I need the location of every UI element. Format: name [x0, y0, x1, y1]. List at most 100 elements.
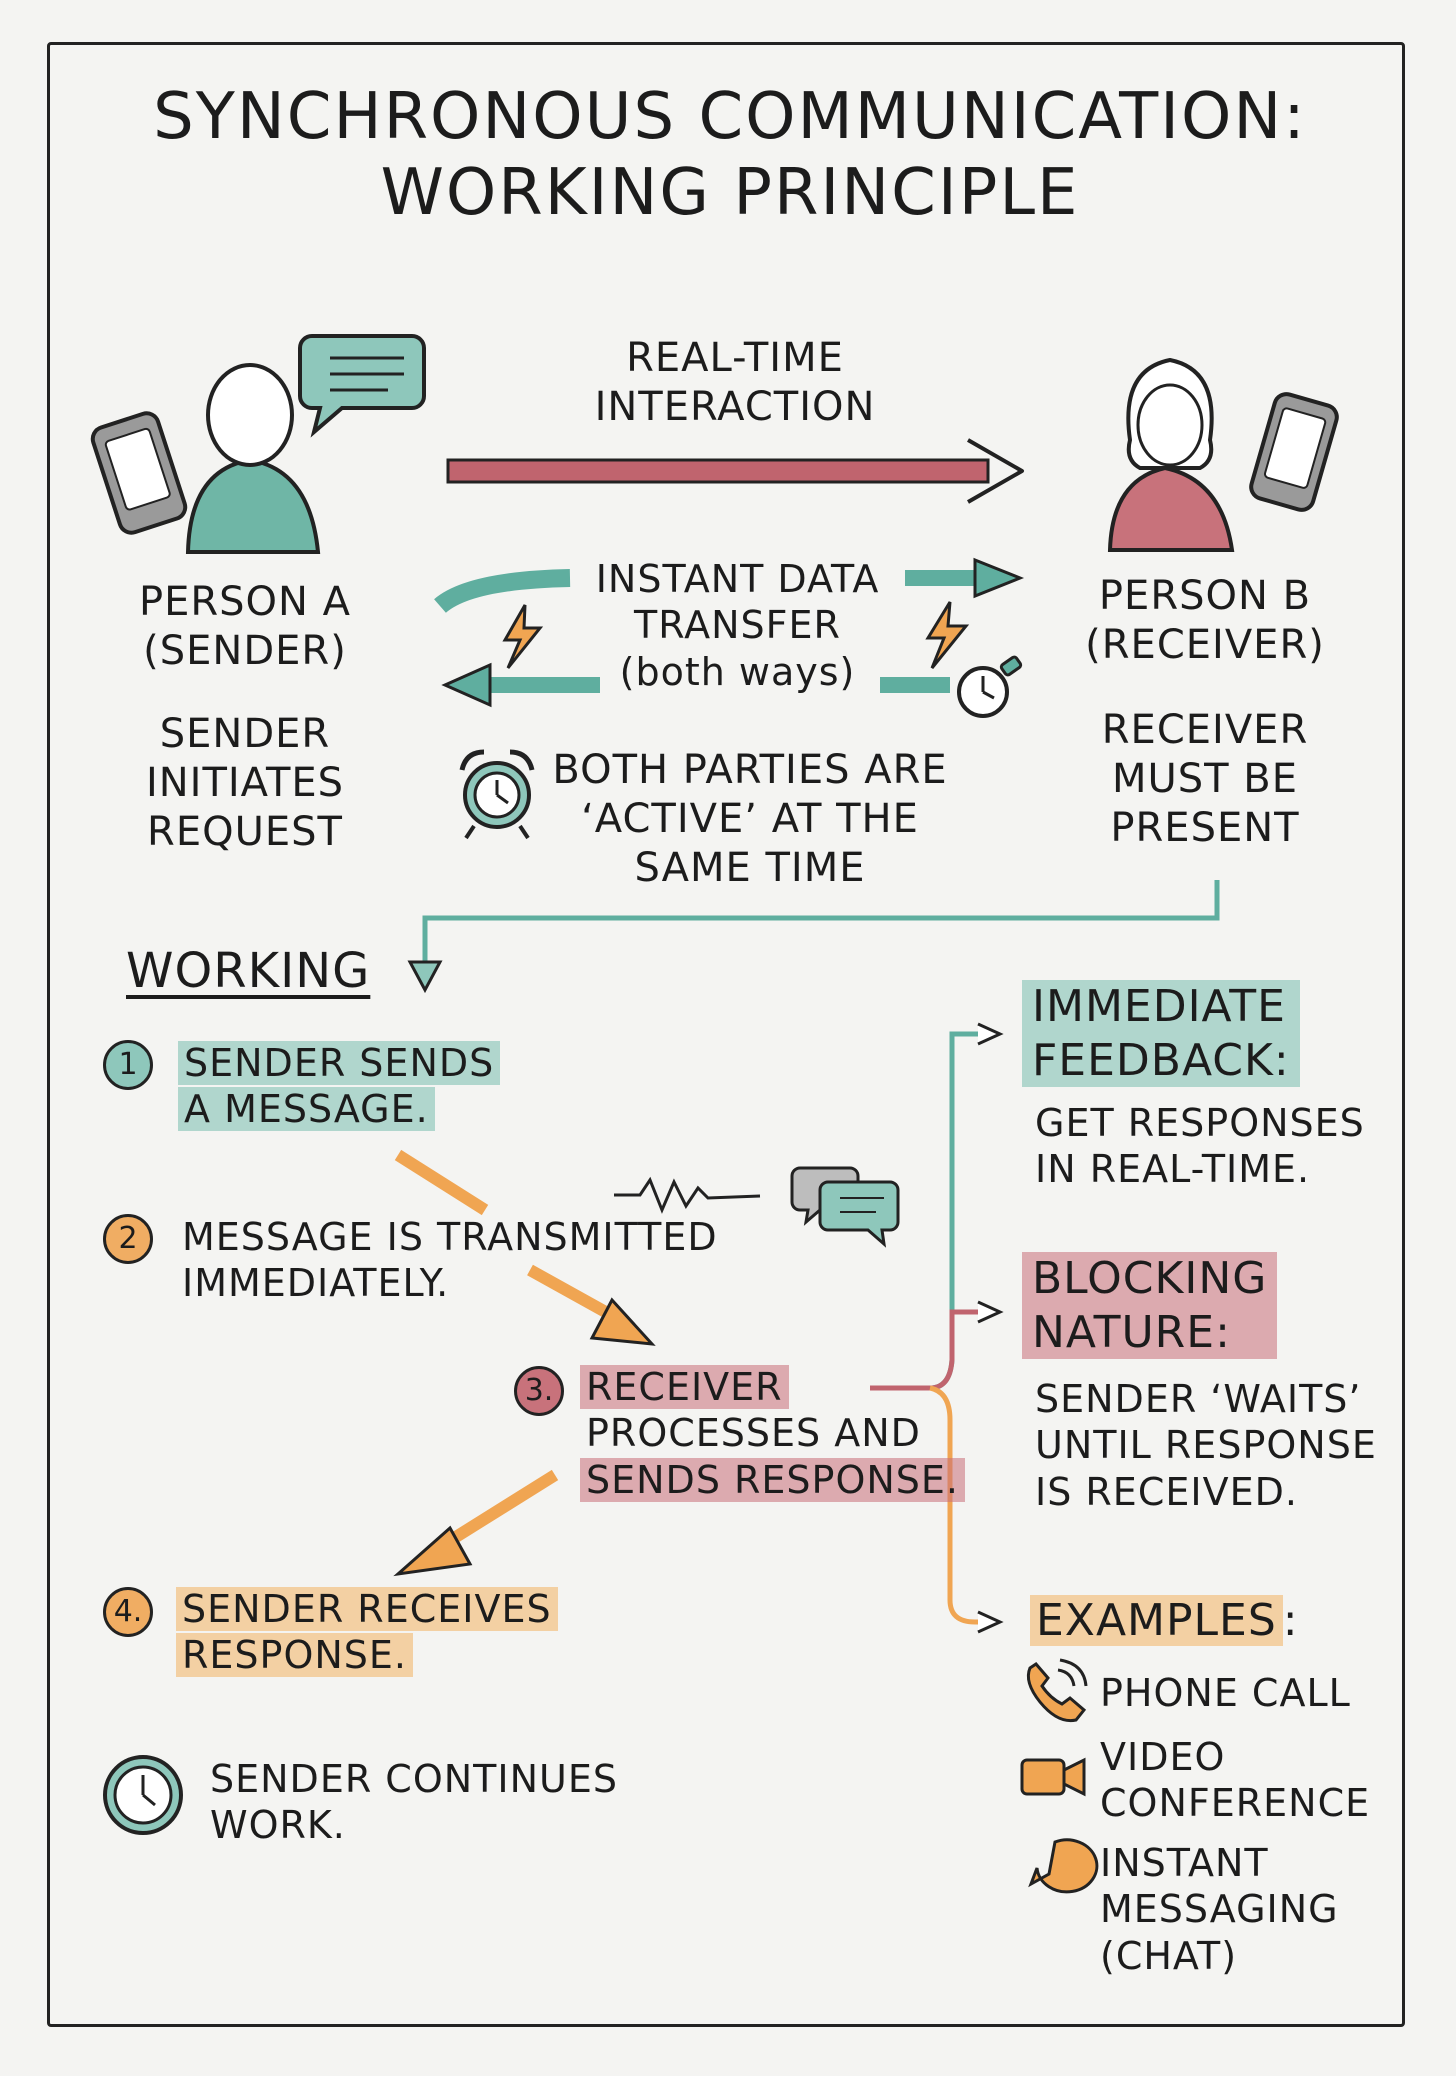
feedback-desc-line-2: IN REAL-TIME. — [1035, 1147, 1311, 1192]
realtime-label-line-2: INTERACTION — [594, 383, 876, 430]
instant-line-1: INSTANT DATA — [595, 557, 880, 601]
flow-arrow-3 — [393, 1469, 559, 1577]
blocking-desc-line-2: UNTIL RESPONSE — [1035, 1423, 1377, 1468]
step-4-line-1: SENDER RECEIVES — [176, 1587, 558, 1631]
title-line-1: SYNCHRONOUS COMMUNICATION: — [153, 80, 1307, 154]
realtime-label: REAL-TIME INTERACTION — [520, 334, 950, 432]
example-instant-messaging: INSTANT MESSAGING (CHAT) — [1100, 1840, 1339, 1979]
blocking-desc-line-1: SENDER ‘WAITS’ — [1035, 1377, 1362, 1421]
step-4-line-2: RESPONSE. — [176, 1633, 413, 1678]
sender-continues-text: SENDER CONTINUES WORK. — [210, 1756, 618, 1849]
person-b-desc-line-2: MUST BE — [1111, 755, 1299, 802]
title-line-2: WORKING PRINCIPLE — [380, 155, 1080, 230]
both-active-line-3: SAME TIME — [634, 844, 866, 891]
step-4-number: 4. — [103, 1587, 153, 1637]
speech-bubble-icon — [298, 334, 426, 438]
feedback-title: IMMEDIATE FEEDBACK: — [1022, 980, 1300, 1088]
chat-bubbles-icon — [790, 1166, 900, 1248]
continue-line-1: SENDER CONTINUES — [210, 1757, 618, 1801]
phone-device-right-icon — [1249, 392, 1339, 512]
step-3-number: 3. — [514, 1366, 564, 1416]
lightning-right-icon — [925, 601, 970, 669]
example-im-line-3: (CHAT) — [1100, 1933, 1238, 1978]
step-4-text: SENDER RECEIVES RESPONSE. — [176, 1586, 558, 1679]
examples-title: EXAMPLES: — [1030, 1594, 1299, 1648]
step-2-number: 2 — [103, 1214, 153, 1264]
continue-line-2: WORK. — [210, 1803, 346, 1848]
step-2-line-1: MESSAGE IS TRANSMITTED — [182, 1215, 718, 1259]
person-b-label-line-2: (RECEIVER) — [1085, 621, 1325, 668]
blocking-colon: : — [1215, 1306, 1231, 1358]
phone-device-left-icon — [90, 411, 188, 535]
alarm-clock-icon — [459, 749, 535, 840]
person-a-desc-line-1: SENDER — [159, 711, 331, 757]
person-a-label-line-1: PERSON A — [138, 579, 352, 625]
lightning-left-icon — [502, 604, 544, 669]
step-1-number: 1 — [103, 1040, 153, 1090]
chat-bubble-icon — [1028, 1838, 1099, 1894]
person-a-label-line-2: (SENDER) — [143, 627, 347, 674]
both-active-label: BOTH PARTIES ARE ‘ACTIVE’ AT THE SAME TI… — [540, 746, 960, 892]
video-camera-icon — [1020, 1757, 1086, 1797]
connector-arrow — [407, 880, 1220, 994]
instant-transfer-label: INSTANT DATA TRANSFER (both ways) — [560, 556, 915, 695]
step-3-text: RECEIVER PROCESSES AND SENDS RESPONSE. — [580, 1364, 966, 1503]
feedback-description: GET RESPONSES IN REAL-TIME. — [1035, 1100, 1365, 1193]
diagram-frame — [47, 42, 1405, 2027]
branch-connectors — [870, 1022, 1004, 1634]
instant-line-2: TRANSFER — [634, 603, 841, 648]
example-phone-call-label: PHONE CALL — [1100, 1671, 1351, 1715]
examples-colon: : — [1282, 1595, 1299, 1646]
step-1-text: SENDER SENDS A MESSAGE. — [178, 1040, 501, 1133]
transfer-arrow-right — [434, 557, 1025, 614]
transfer-arrow-left — [441, 662, 950, 708]
person-b-description: RECEIVER MUST BE PRESENT — [1060, 706, 1350, 852]
blocking-desc-line-3: IS RECEIVED. — [1035, 1469, 1298, 1514]
example-im-line-1: INSTANT — [1100, 1841, 1269, 1885]
person-a-icon — [185, 363, 321, 554]
person-a-desc-line-3: REQUEST — [147, 808, 343, 855]
feedback-colon: : — [1273, 1034, 1290, 1086]
step-2-line-2: IMMEDIATELY. — [182, 1261, 450, 1306]
page-title: SYNCHRONOUS COMMUNICATION: WORKING PRINC… — [60, 80, 1400, 231]
feedback-desc-line-1: GET RESPONSES — [1035, 1101, 1365, 1145]
person-a-desc-line-2: INITIATES — [145, 759, 345, 806]
step-2-text: MESSAGE IS TRANSMITTED IMMEDIATELY. — [182, 1214, 718, 1307]
example-video-conference: VIDEO CONFERENCE — [1100, 1734, 1370, 1827]
blocking-title-line-1: BLOCKING — [1032, 1253, 1268, 1304]
person-b-label-line-1: PERSON B — [1098, 573, 1312, 619]
both-active-line-1: BOTH PARTIES ARE — [552, 747, 948, 793]
person-b-desc-line-1: RECEIVER — [1101, 707, 1309, 753]
step-3-line-2: PROCESSES AND — [586, 1411, 921, 1456]
phone-icon — [1026, 1658, 1088, 1723]
realtime-arrow — [446, 438, 1024, 504]
person-b-desc-line-3: PRESENT — [1110, 804, 1300, 851]
clock-icon — [103, 1755, 183, 1835]
examples-title-text: EXAMPLES — [1030, 1595, 1283, 1646]
blocking-title: BLOCKING NATURE: — [1022, 1252, 1278, 1360]
example-video-line-1: VIDEO — [1100, 1735, 1226, 1779]
person-b-icon — [1107, 357, 1235, 552]
person-b-label: PERSON B (RECEIVER) — [1060, 572, 1350, 670]
example-phone-call: PHONE CALL — [1100, 1670, 1351, 1716]
blocking-title-line-2: NATURE — [1032, 1306, 1216, 1358]
example-video-line-2: CONFERENCE — [1100, 1781, 1371, 1826]
blocking-description: SENDER ‘WAITS’ UNTIL RESPONSE IS RECEIVE… — [1035, 1376, 1377, 1515]
instant-line-3: (both ways) — [619, 649, 856, 694]
flow-arrow-1 — [394, 1149, 489, 1216]
both-active-line-2: ‘ACTIVE’ AT THE — [581, 795, 919, 842]
feedback-title-line-1: IMMEDIATE — [1032, 981, 1286, 1032]
feedback-title-line-2: FEEDBACK — [1032, 1034, 1274, 1086]
step-1-line-1: SENDER SENDS — [178, 1041, 501, 1085]
person-a-label: PERSON A (SENDER) — [100, 578, 390, 676]
step-3-line-1: RECEIVER — [580, 1365, 789, 1409]
person-a-description: SENDER INITIATES REQUEST — [100, 710, 390, 856]
step-3-line-3: SENDS RESPONSE. — [580, 1457, 966, 1502]
working-heading: WORKING — [126, 943, 371, 999]
stopwatch-icon — [957, 655, 1023, 718]
example-im-line-2: MESSAGING — [1100, 1887, 1339, 1932]
signal-wave-icon — [614, 1176, 761, 1214]
flow-arrow-2 — [527, 1264, 656, 1346]
step-1-line-2: A MESSAGE. — [178, 1087, 435, 1132]
